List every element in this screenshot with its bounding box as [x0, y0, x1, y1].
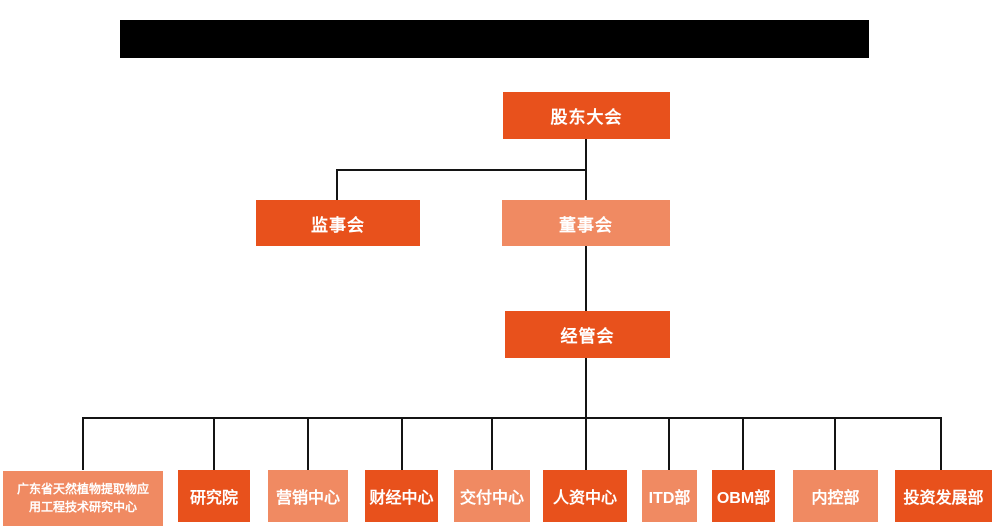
- org-box-dept-finance-center: 财经中心: [365, 470, 438, 522]
- connector-line: [82, 417, 942, 419]
- org-box-dept-itd: ITD部: [642, 470, 697, 522]
- org-box-supervisory-board: 监事会: [256, 200, 420, 246]
- org-box-dept-obm: OBM部: [712, 470, 775, 522]
- org-box-dept-research-center: 广东省天然植物提取物应用工程技术研究中心: [3, 471, 163, 526]
- connector-line: [668, 418, 670, 470]
- org-box-management-committee: 经管会: [505, 311, 670, 358]
- connector-line: [585, 169, 587, 200]
- org-box-dept-research-institute: 研究院: [178, 470, 250, 522]
- connector-line: [307, 418, 309, 470]
- org-box-board-of-directors: 董事会: [502, 200, 670, 246]
- org-box-dept-hr-center: 人资中心: [543, 470, 627, 522]
- connector-line: [585, 138, 587, 170]
- connector-line: [585, 358, 587, 470]
- connector-line: [337, 169, 587, 171]
- connector-line: [585, 246, 587, 311]
- org-box-dept-investment-development: 投资发展部: [895, 470, 992, 522]
- connector-line: [82, 418, 84, 470]
- org-box-dept-delivery-center: 交付中心: [454, 470, 530, 522]
- connector-line: [834, 418, 836, 470]
- connector-line: [401, 418, 403, 470]
- connector-line: [213, 418, 215, 470]
- connector-line: [491, 418, 493, 470]
- connector-line: [742, 418, 744, 470]
- redacted-title-bar: [120, 20, 869, 58]
- org-box-dept-marketing-center: 营销中心: [268, 470, 348, 522]
- connector-line: [940, 418, 942, 470]
- connector-line: [336, 169, 338, 200]
- org-box-shareholders-meeting: 股东大会: [503, 92, 670, 139]
- org-box-dept-internal-control: 内控部: [793, 470, 878, 522]
